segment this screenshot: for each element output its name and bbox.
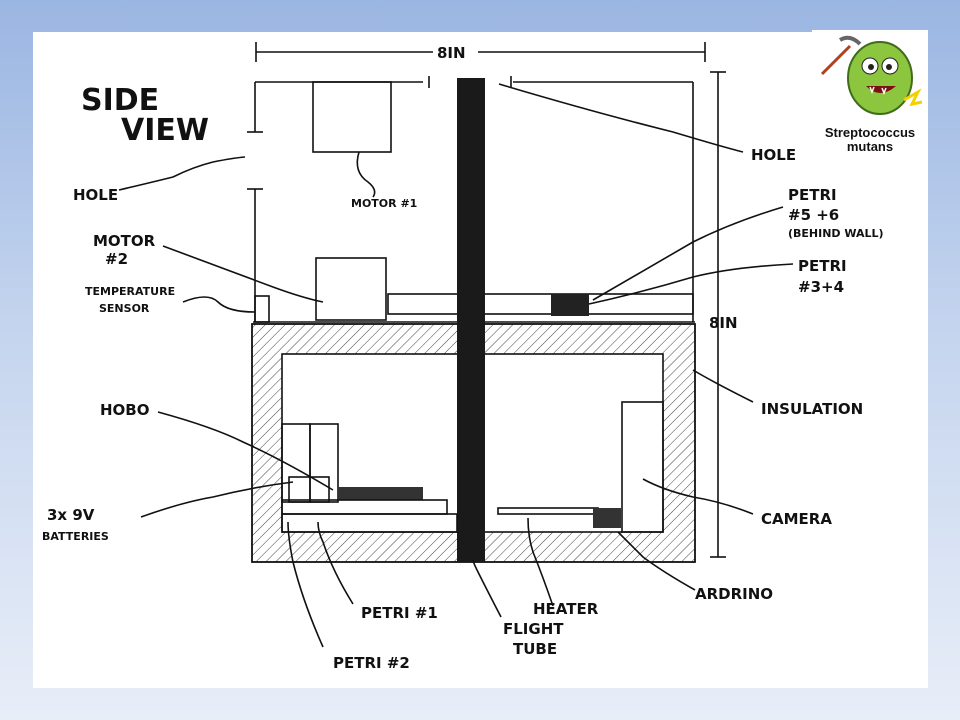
label-batteries-line1: 3x 9V [47, 506, 95, 524]
diagram-sheet: SIDE VIEW 8IN 8IN [33, 32, 928, 688]
temperature-sensor-box [254, 295, 270, 323]
leader-petri2 [287, 521, 324, 648]
leader-temp [182, 296, 256, 313]
label-temp-line1: TEMPERATURE [85, 285, 175, 298]
label-hobo: HOBO [100, 401, 150, 419]
streptococcus-logo: Streptococcus mutans [812, 30, 928, 158]
label-insulation: INSULATION [761, 400, 863, 418]
label-arduino: ARDRINO [695, 585, 773, 603]
leader-petri56 [592, 206, 784, 301]
label-petri-34-line2: #3+4 [798, 278, 844, 296]
arduino-block [593, 508, 621, 528]
label-motor-2-line2: #2 [105, 250, 128, 268]
label-heater: HEATER [533, 600, 599, 618]
camera-box [621, 401, 664, 533]
label-petri-1: PETRI #1 [361, 604, 438, 622]
leader-arduino [617, 531, 696, 591]
label-motor-2-line1: MOTOR [93, 232, 156, 250]
width-label: 8IN [437, 44, 466, 62]
label-hole-right: HOLE [751, 146, 796, 164]
leader-motor1 [356, 151, 376, 198]
flight-tube [457, 78, 485, 562]
leader-petri1 [317, 521, 354, 605]
leader-hole-right [498, 83, 744, 153]
title-view: VIEW [121, 113, 209, 148]
label-petri-56-line1: PETRI [788, 186, 837, 204]
leader-motor2 [162, 245, 324, 303]
leader-heater [527, 517, 554, 607]
label-petri-56-line3: (BEHIND WALL) [788, 227, 884, 240]
label-batteries-line2: BATTERIES [42, 530, 109, 543]
width-dimension: 8IN [255, 42, 706, 62]
motor-2-box [315, 257, 387, 321]
label-petri-2: PETRI #2 [333, 654, 410, 672]
motor-1-box [312, 81, 392, 153]
leader-hobo [157, 411, 334, 491]
logo-caption-line2: mutans [846, 139, 894, 154]
leader-flight [472, 559, 502, 618]
logo-caption: Streptococcus mutans [812, 126, 928, 154]
label-flight-line1: FLIGHT [503, 620, 564, 638]
label-petri-34-line1: PETRI [798, 257, 847, 275]
label-motor-1: MOTOR #1 [351, 197, 417, 210]
side-view-diagram: SIDE VIEW 8IN 8IN [42, 42, 884, 672]
leader-batteries [140, 481, 294, 518]
bacteria-mascot-icon [820, 35, 923, 115]
leader-petri34 [588, 263, 794, 305]
logo-caption-line1: Streptococcus [824, 125, 916, 140]
title-side: SIDE [81, 83, 159, 118]
label-camera: CAMERA [761, 510, 832, 528]
height-dimension: 8IN [709, 71, 738, 558]
hobo-assembly [281, 423, 423, 503]
leader-insulation [692, 369, 754, 403]
label-hole-left: HOLE [73, 186, 118, 204]
leader-hole-left [118, 156, 246, 191]
petri-3-4-block [551, 294, 589, 316]
petri-2-plate [281, 513, 458, 533]
label-flight-line2: TUBE [513, 640, 557, 658]
petri-tray [387, 293, 694, 315]
height-label: 8IN [709, 314, 738, 332]
label-temp-line2: SENSOR [99, 302, 150, 315]
label-petri-56-line2: #5 +6 [788, 206, 839, 224]
leader-camera [642, 478, 754, 515]
